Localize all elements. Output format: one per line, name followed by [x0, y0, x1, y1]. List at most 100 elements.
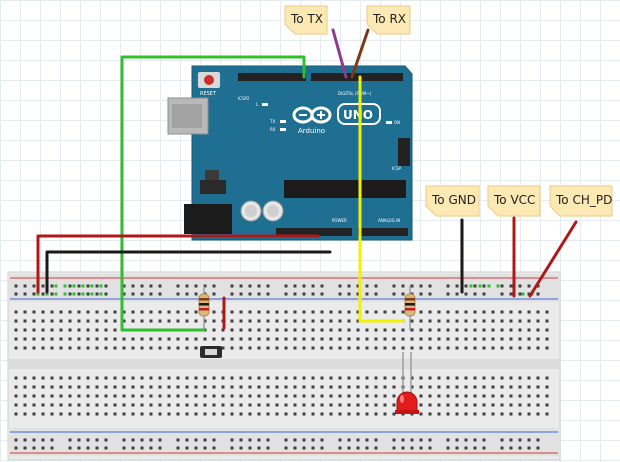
- breadboard-hole: [176, 310, 180, 314]
- breadboard-hole: [266, 284, 270, 288]
- breadboard-hole: [509, 346, 513, 350]
- breadboard-hole: [446, 412, 450, 416]
- breadboard-hole: [185, 446, 189, 450]
- breadboard-center-channel: [8, 359, 560, 369]
- breadboard-hole: [104, 403, 108, 407]
- power-jack: [184, 204, 232, 234]
- breadboard-hole: [104, 319, 108, 323]
- breadboard-hole: [257, 284, 261, 288]
- arduino-name: Arduino: [298, 127, 325, 135]
- breadboard-hole: [41, 292, 45, 296]
- note-to-ch-pd-text: To CH_PD: [555, 193, 612, 207]
- breadboard-hole: [140, 412, 144, 416]
- breadboard-hole: [284, 438, 288, 442]
- breadboard-hole: [545, 403, 549, 407]
- breadboard-hole: [41, 310, 45, 314]
- breadboard-hole: [392, 446, 396, 450]
- breadboard-hole: [527, 394, 531, 398]
- breadboard-hole: [329, 385, 333, 389]
- breadboard-hole: [95, 376, 99, 380]
- breadboard-hole: [491, 319, 495, 323]
- breadboard-hole: [50, 346, 54, 350]
- wire-brown: [350, 28, 370, 79]
- breadboard-hole: [383, 376, 387, 380]
- breadboard-hole: [320, 337, 324, 341]
- breadboard-hole: [284, 376, 288, 380]
- breadboard-hole: [176, 412, 180, 416]
- usb-port-inner: [172, 104, 202, 128]
- breadboard-hole: [455, 310, 459, 314]
- breadboard-hole: [464, 438, 468, 442]
- breadboard-hole-connected: [72, 292, 76, 296]
- breadboard-hole: [68, 376, 72, 380]
- breadboard-hole: [446, 394, 450, 398]
- breadboard-hole: [392, 328, 396, 332]
- breadboard-hole: [50, 284, 54, 288]
- breadboard-hole: [419, 403, 423, 407]
- breadboard-hole: [365, 346, 369, 350]
- breadboard-hole: [176, 385, 180, 389]
- breadboard-hole: [122, 284, 126, 288]
- breadboard-hole-connected: [81, 284, 85, 288]
- breadboard-hole: [482, 446, 486, 450]
- breadboard-hole: [500, 403, 504, 407]
- breadboard-hole: [239, 446, 243, 450]
- breadboard-hole: [302, 412, 306, 416]
- breadboard-hole: [212, 319, 216, 323]
- breadboard-hole: [41, 403, 45, 407]
- breadboard-hole: [527, 346, 531, 350]
- breadboard-hole: [338, 328, 342, 332]
- breadboard-hole: [446, 292, 450, 296]
- breadboard-hole: [149, 292, 153, 296]
- breadboard-hole: [122, 319, 126, 323]
- breadboard-hole: [509, 284, 513, 288]
- breadboard-hole: [356, 319, 360, 323]
- breadboard-hole-connected: [72, 284, 76, 288]
- breadboard-hole: [248, 446, 252, 450]
- breadboard-hole: [338, 412, 342, 416]
- breadboard-hole: [356, 310, 360, 314]
- breadboard-hole: [149, 446, 153, 450]
- breadboard-hole: [122, 376, 126, 380]
- breadboard-hole: [374, 310, 378, 314]
- breadboard-hole: [482, 319, 486, 323]
- breadboard-hole: [266, 403, 270, 407]
- breadboard-hole: [194, 385, 198, 389]
- breadboard-hole: [536, 438, 540, 442]
- breadboard-hole: [32, 328, 36, 332]
- breadboard-hole: [104, 446, 108, 450]
- breadboard-hole: [446, 438, 450, 442]
- breadboard-hole: [320, 438, 324, 442]
- breadboard-hole: [329, 394, 333, 398]
- breadboard-hole: [293, 438, 297, 442]
- breadboard-hole: [68, 319, 72, 323]
- breadboard-hole: [59, 310, 63, 314]
- breadboard-hole: [293, 385, 297, 389]
- breadboard-hole: [50, 446, 54, 450]
- breadboard-hole: [140, 284, 144, 288]
- breadboard-hole: [437, 346, 441, 350]
- on-label: ON: [394, 120, 400, 125]
- breadboard-hole: [419, 412, 423, 416]
- breadboard-hole: [491, 412, 495, 416]
- breadboard-hole: [230, 385, 234, 389]
- breadboard-hole: [167, 337, 171, 341]
- breadboard-hole: [221, 346, 225, 350]
- led-l-label: L: [256, 102, 259, 107]
- breadboard-hole: [149, 376, 153, 380]
- breadboard-hole: [383, 385, 387, 389]
- breadboard-hole: [311, 284, 315, 288]
- breadboard-hole: [140, 310, 144, 314]
- note-to-rx-text: To RX: [372, 12, 406, 26]
- wire-red-to-ch-pd: [528, 220, 578, 298]
- breadboard-hole: [365, 403, 369, 407]
- breadboard-hole: [347, 385, 351, 389]
- breadboard-hole: [527, 319, 531, 323]
- breadboard-hole: [428, 284, 432, 288]
- breadboard-hole: [437, 319, 441, 323]
- breadboard-hole: [455, 328, 459, 332]
- breadboard-hole: [167, 346, 171, 350]
- breadboard-hole: [140, 346, 144, 350]
- breadboard-hole: [194, 394, 198, 398]
- breadboard-hole: [149, 346, 153, 350]
